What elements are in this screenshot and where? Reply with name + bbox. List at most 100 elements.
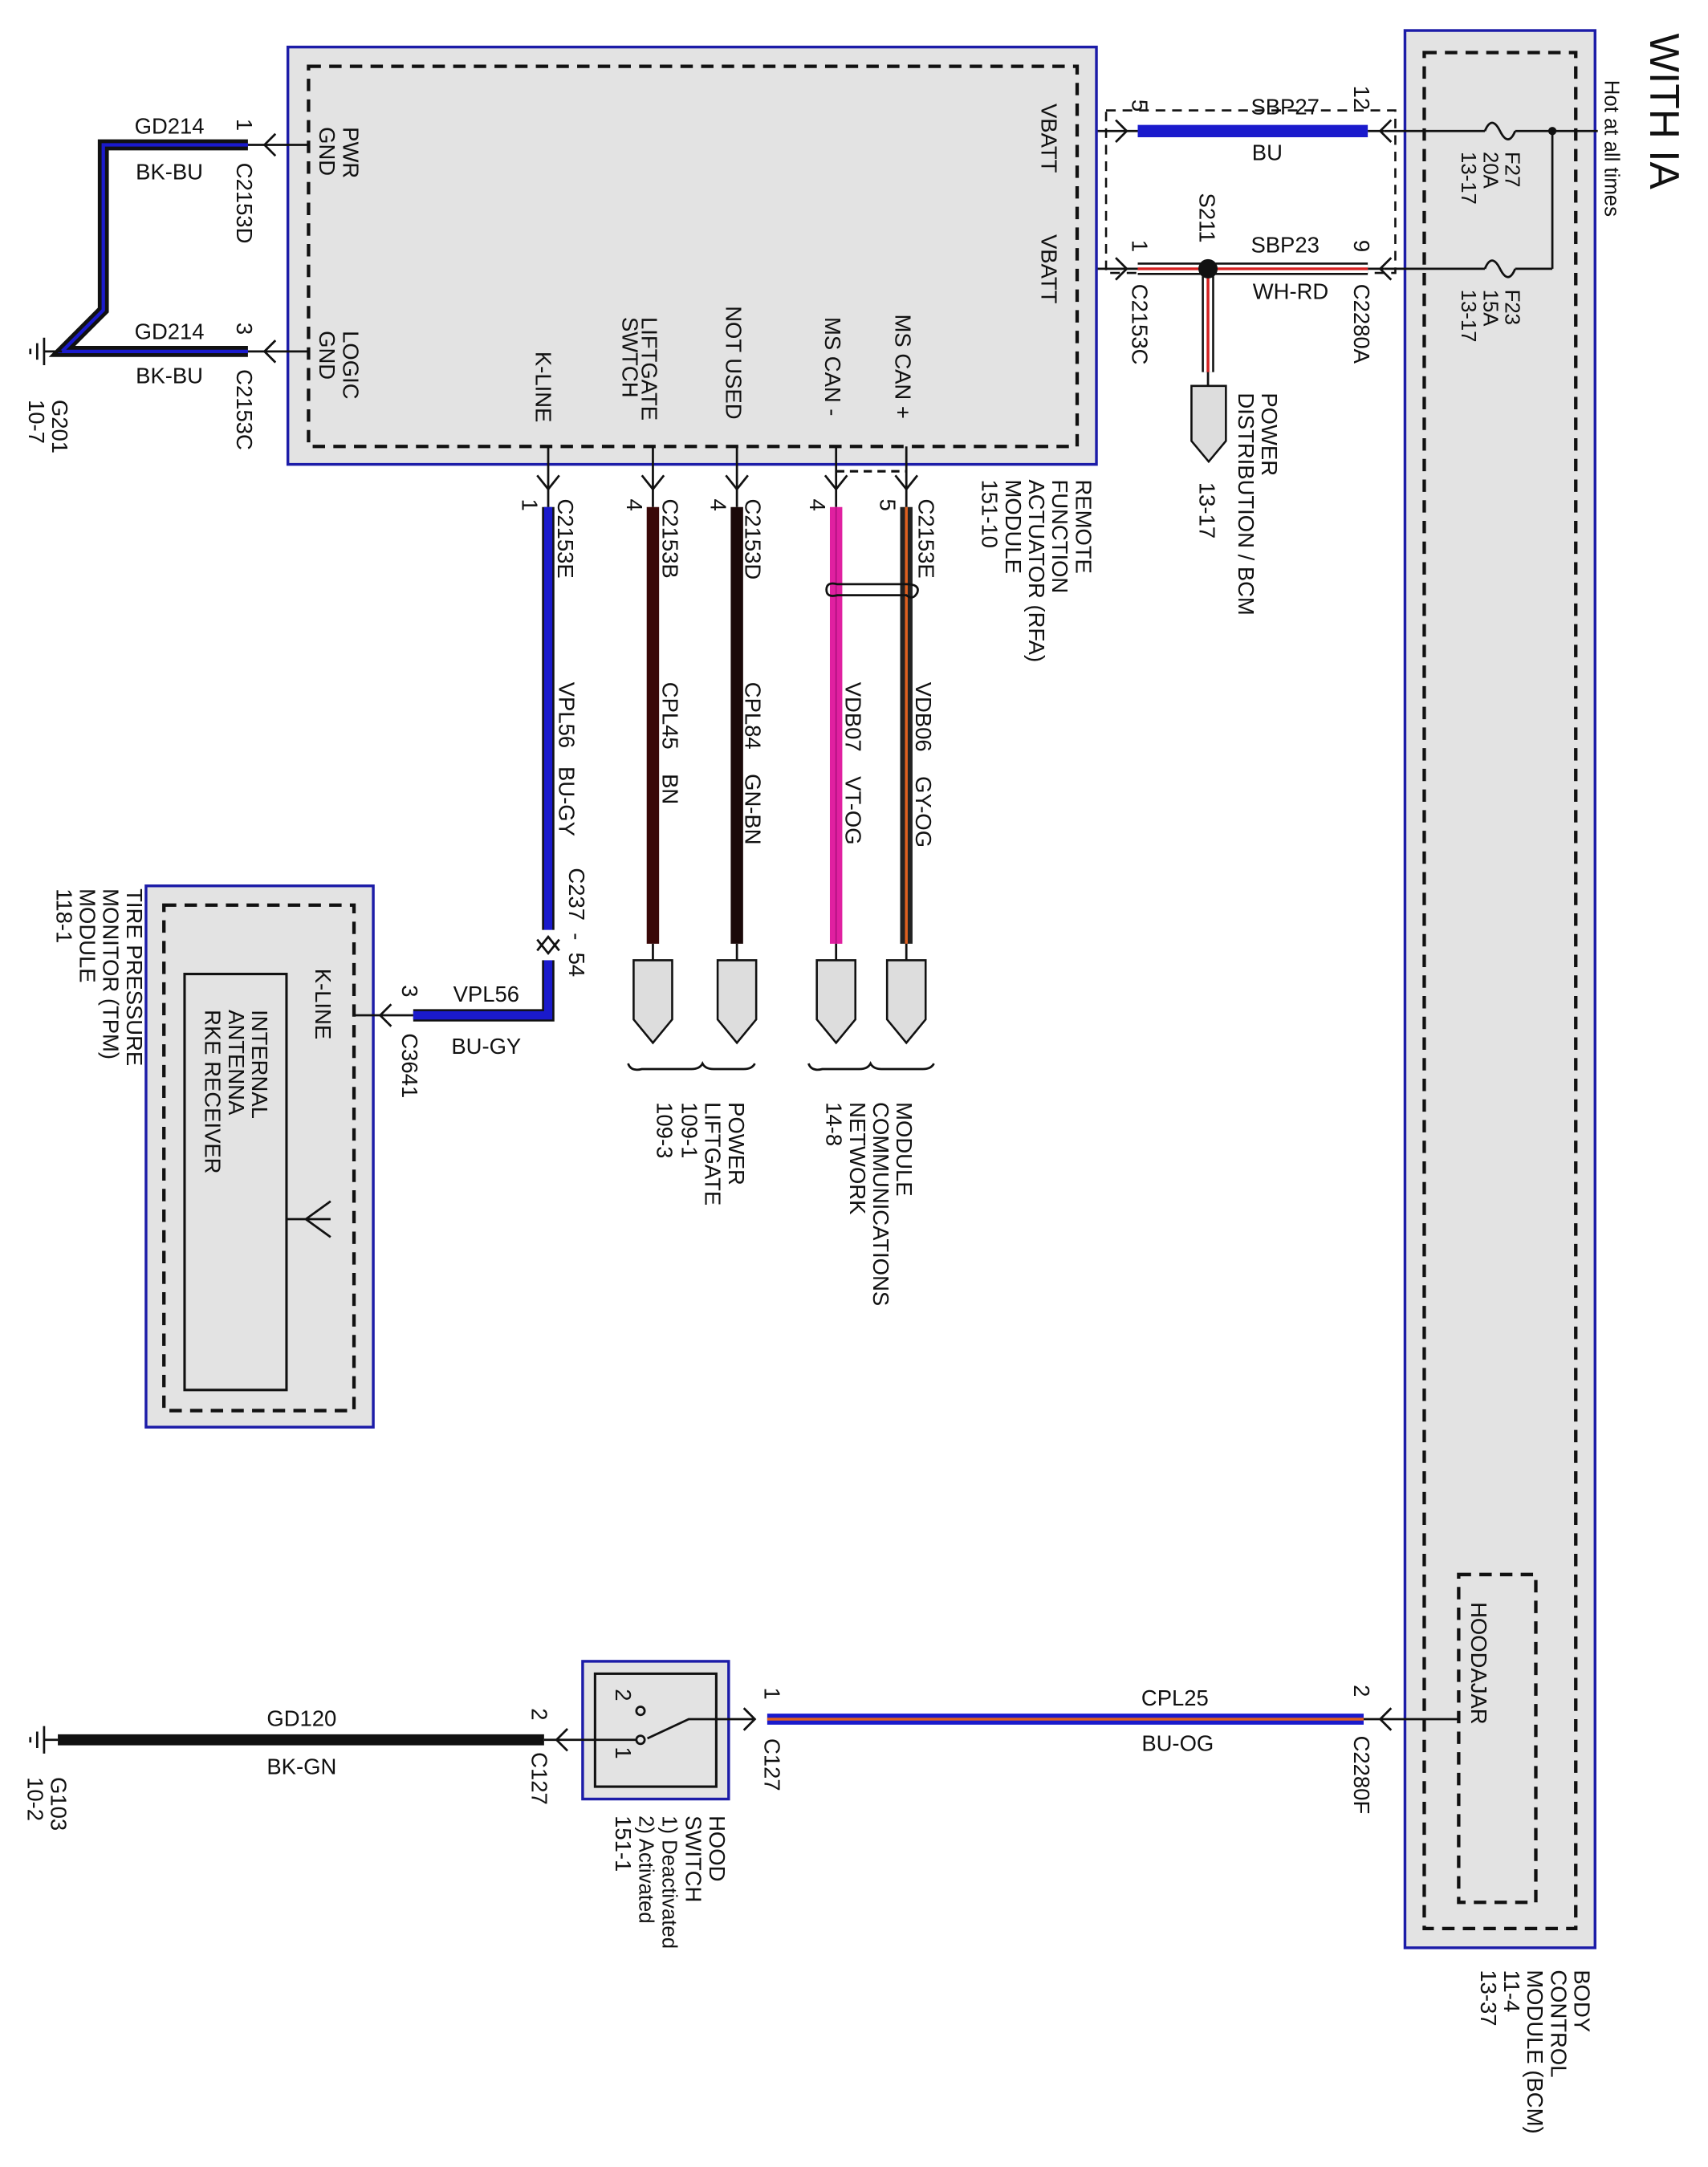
wire-gd214	[58, 143, 248, 354]
tpm-inner-label: INTERNAL	[247, 1010, 272, 1119]
ground-wires-g201: GD214 BK-BU GD214 BK-BU 1 C2153D 3 C2153…	[24, 114, 309, 453]
connector-label: C2153D	[740, 499, 765, 580]
fuse-f23-icon	[1483, 259, 1517, 278]
pin-number: 3	[397, 985, 422, 997]
bcm-label: CONTROL	[1546, 1970, 1571, 2077]
rfa-module: VBATT VBATT PWR GND LOGIC GND K-LINE LIF…	[286, 45, 1098, 662]
bcm-label: 11-4	[1499, 1970, 1524, 2012]
inline-connector-icon	[536, 935, 560, 956]
pin-label: GND	[315, 331, 340, 380]
rfa-label: ACTUATOR (RFA)	[1024, 479, 1049, 662]
pin-number: 4	[706, 499, 731, 511]
pin-number: 2	[1349, 1685, 1374, 1697]
tpm-label: 118-1	[51, 888, 76, 943]
power-wires: SBP27 BU SBP23 WH-RD 5 12 1 9 C2153C C22…	[1077, 86, 1397, 616]
pin-number: 9	[1349, 240, 1374, 252]
rfa-label: 151-10	[978, 479, 1002, 547]
pin-label: MS CAN -	[820, 317, 845, 416]
destination-label: POWER	[1257, 392, 1282, 476]
splice-label: S211	[1195, 193, 1220, 243]
connector-shape	[632, 959, 673, 1045]
hood-switch: 2 1 CPL25 BU-OG 2 C2280F 1 C127 2 C127 G…	[22, 1660, 1459, 1949]
tpm-label: MONITOR (TPM)	[99, 888, 124, 1059]
fuse-rating: 20A	[1478, 152, 1501, 189]
fuse-name: F27	[1501, 152, 1523, 187]
hood-label: HOOD	[705, 1815, 730, 1881]
fuse-rating: 15A	[1478, 290, 1501, 327]
brace-icon	[627, 1061, 756, 1071]
wire-color: BK-BU	[136, 159, 203, 184]
wire-label: GD214	[135, 319, 205, 344]
fuse-ref: 13-17	[1457, 290, 1479, 343]
ground-icon	[29, 337, 63, 366]
pin-label: LOGIC	[338, 331, 363, 399]
connector-label: C2153E	[914, 499, 939, 579]
destination-label: MODULE	[892, 1102, 917, 1196]
tpm-module: INTERNAL ANTENNA RKE RECEIVER K-LINE 3 C…	[51, 884, 521, 1429]
pin-number: 3	[232, 323, 257, 335]
pin-number: 1	[517, 499, 542, 511]
connector-label: C2153C	[1128, 284, 1153, 365]
connector-label: C237 - 54	[564, 868, 589, 977]
pin-label: PWR	[338, 127, 363, 178]
diagram-title: WITH IA	[1641, 33, 1688, 189]
fuse-name: F23	[1501, 290, 1523, 325]
wire-label: CPL25	[1141, 1685, 1209, 1710]
ground-icon	[29, 1726, 59, 1754]
wire-label: VDB06 GY-OG	[911, 682, 936, 848]
connector-label: C127	[759, 1738, 784, 1791]
pin-number: 2	[527, 1708, 551, 1720]
connector-shape	[1190, 384, 1227, 464]
splice-s211	[1198, 258, 1218, 278]
switch-position: 2	[611, 1689, 636, 1701]
pin-label: LIFTGATE	[637, 317, 662, 421]
bcm-label: MODULE (BCM)	[1523, 1970, 1547, 2133]
pin-label: GND	[315, 127, 340, 176]
ground-ref: 10-7	[24, 400, 49, 444]
switch-icon	[543, 1706, 755, 1746]
connector-label: C2153C	[232, 369, 257, 450]
destination-ref: 13-17	[1195, 482, 1220, 539]
bcm-label: 13-37	[1476, 1970, 1501, 2026]
connector-arrow-icon	[1115, 119, 1393, 281]
pin-number: 5	[876, 499, 901, 511]
tpm-inner-label: RKE RECEIVER	[201, 1010, 226, 1173]
wire-color: BU	[1252, 140, 1283, 165]
ground-label: G201	[47, 400, 72, 453]
brace-icon	[807, 1061, 935, 1071]
hood-label: SWITCH	[681, 1815, 706, 1902]
connector-arrow-icon	[262, 132, 277, 364]
wire-label: GD214	[135, 114, 205, 139]
destination-ref: 14-8	[822, 1102, 847, 1146]
destination-label: LIFTGATE	[701, 1102, 726, 1205]
connector-shape	[885, 959, 927, 1045]
wire-vpl56	[413, 506, 555, 1022]
pin-number: 1	[759, 1688, 784, 1700]
ground-label: G103	[46, 1777, 71, 1831]
wire-label: VPL56 BU-GY	[555, 682, 580, 836]
hood-label: 151-1	[611, 1815, 636, 1872]
destination-label: COMMUNICATIONS	[868, 1102, 893, 1306]
connector-shape	[716, 959, 758, 1045]
hood-label: 1) Deactivated	[657, 1815, 680, 1949]
wire-label: CPL84 GN-BN	[740, 682, 765, 845]
bcm-module: HOODAJAR F27 20A 13-17 F23 15A 13-17 BOD…	[1384, 29, 1598, 2134]
hood-ajar-block	[1457, 1572, 1538, 1905]
twisted-pair-icon	[825, 582, 919, 599]
pin-label: VBATT	[1036, 234, 1061, 304]
ground-ref: 10-2	[22, 1777, 47, 1821]
pin-label: MS CAN +	[890, 315, 915, 419]
destination-ref: 109-3	[653, 1102, 677, 1158]
rfa-label: REMOTE	[1071, 479, 1096, 573]
destination-label: DISTRIBUTION / BCM	[1234, 392, 1259, 615]
connector-label: C127	[527, 1752, 551, 1805]
connector-label: C2280F	[1349, 1736, 1374, 1815]
connector-arrow-icon	[536, 474, 919, 491]
fuse-ref: 13-17	[1457, 152, 1479, 205]
wire-label: SBP27	[1250, 95, 1319, 120]
wire-color: BU-OG	[1141, 1730, 1214, 1755]
tpm-label: TIRE PRESSURE	[122, 888, 147, 1066]
connector-label: C2153B	[657, 499, 682, 579]
pin-label: NOT USED	[721, 306, 746, 419]
